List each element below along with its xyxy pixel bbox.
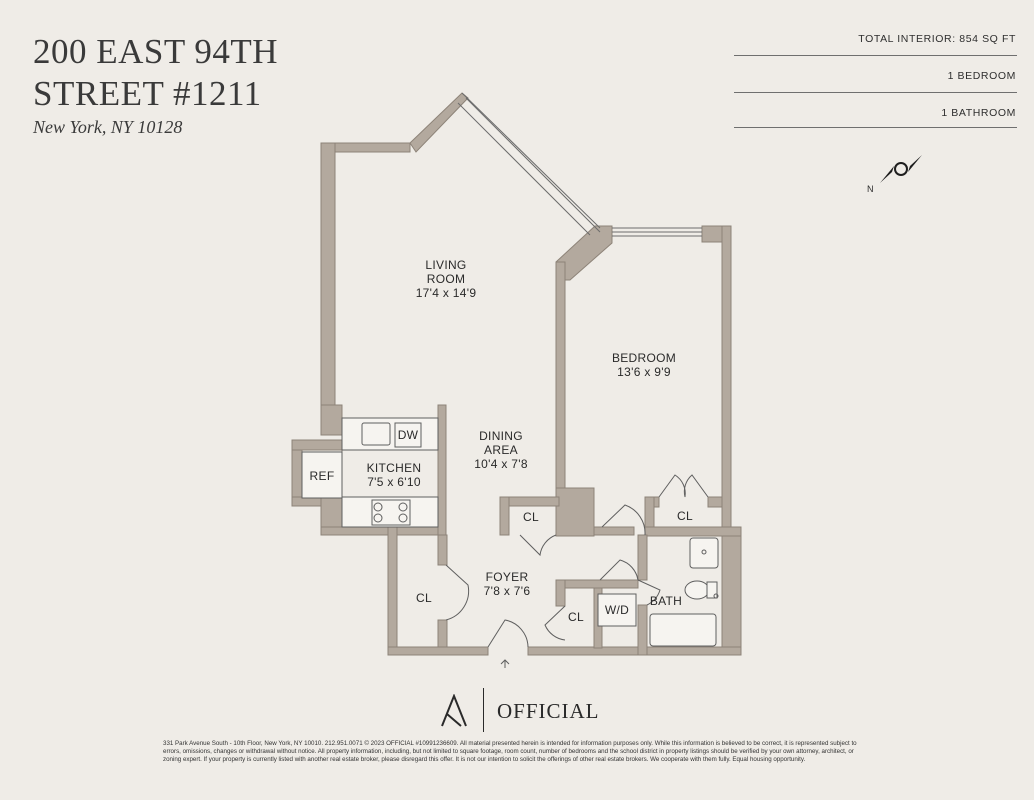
wall-living-top	[321, 142, 411, 153]
wall-south-right	[527, 646, 742, 656]
bathtub	[649, 613, 717, 647]
wall-bedroom-east	[721, 225, 732, 532]
listing-title-line-2: STREET #1211	[33, 74, 262, 113]
label-dishwasher: DW	[397, 428, 419, 442]
brand-logo-icon	[441, 694, 467, 727]
brand-name: OFFICIAL	[497, 699, 600, 723]
wall-fcl-west	[555, 579, 566, 607]
wall-bath-top	[644, 526, 742, 537]
wall-kitchen-south	[320, 526, 447, 536]
room-label-bath: BATH	[649, 594, 683, 608]
wall-south-left	[387, 646, 489, 656]
compass-icon	[880, 155, 922, 183]
wall-foyer-west	[387, 526, 398, 656]
dishwasher-box	[394, 422, 422, 448]
kitchen-sink	[361, 422, 391, 446]
label-closet: CL	[677, 509, 693, 523]
wall-cl-divider	[437, 534, 448, 566]
wall-bcl-bottom-l	[593, 526, 635, 536]
wall-ref-top	[291, 439, 343, 451]
refrigerator-box	[301, 451, 343, 499]
wall-kitchen-upper	[320, 404, 343, 436]
toilet	[684, 580, 710, 600]
wall-bath-west-upper	[637, 534, 648, 581]
listing-location: New York, NY 10128	[33, 117, 183, 137]
stat-divider	[734, 127, 1017, 128]
stat-divider	[734, 92, 1017, 93]
disclaimer-text: 331 Park Avenue South - 10th Floor, New …	[163, 740, 857, 764]
stove	[371, 499, 411, 526]
stat-bathrooms: 1 BATHROOM	[941, 107, 1016, 119]
label-closet: CL	[416, 591, 432, 605]
wall-living-west	[320, 142, 336, 416]
wall-bath-east	[721, 527, 742, 656]
washer-dryer-box	[597, 593, 637, 627]
label-ref: REF	[309, 469, 335, 483]
stat-divider	[734, 55, 1017, 56]
wall-bath-west-lower	[637, 604, 648, 656]
label-closet: CL	[523, 510, 539, 524]
bath-vanity	[689, 537, 719, 569]
wall-kitchen-east	[437, 404, 447, 536]
compass-north-label: N	[867, 184, 874, 194]
wall-wd-top	[555, 579, 639, 589]
label-washer-dryer: W/D	[604, 603, 630, 617]
label-closet: CL	[568, 610, 584, 624]
wall-pillar	[555, 487, 595, 537]
brand-divider	[483, 688, 484, 732]
stat-total-interior: TOTAL INTERIOR: 854 SQ FT	[858, 33, 1016, 45]
wall-cl-divider-low	[437, 619, 448, 648]
listing-title-line-1: 200 EAST 94TH	[33, 32, 279, 71]
toilet-tank	[706, 581, 718, 599]
wall-bay-left	[409, 92, 469, 153]
wall-dcl-west	[499, 496, 510, 536]
stat-bedrooms: 1 BEDROOM	[947, 70, 1016, 82]
wall-bcl-right	[707, 496, 723, 508]
